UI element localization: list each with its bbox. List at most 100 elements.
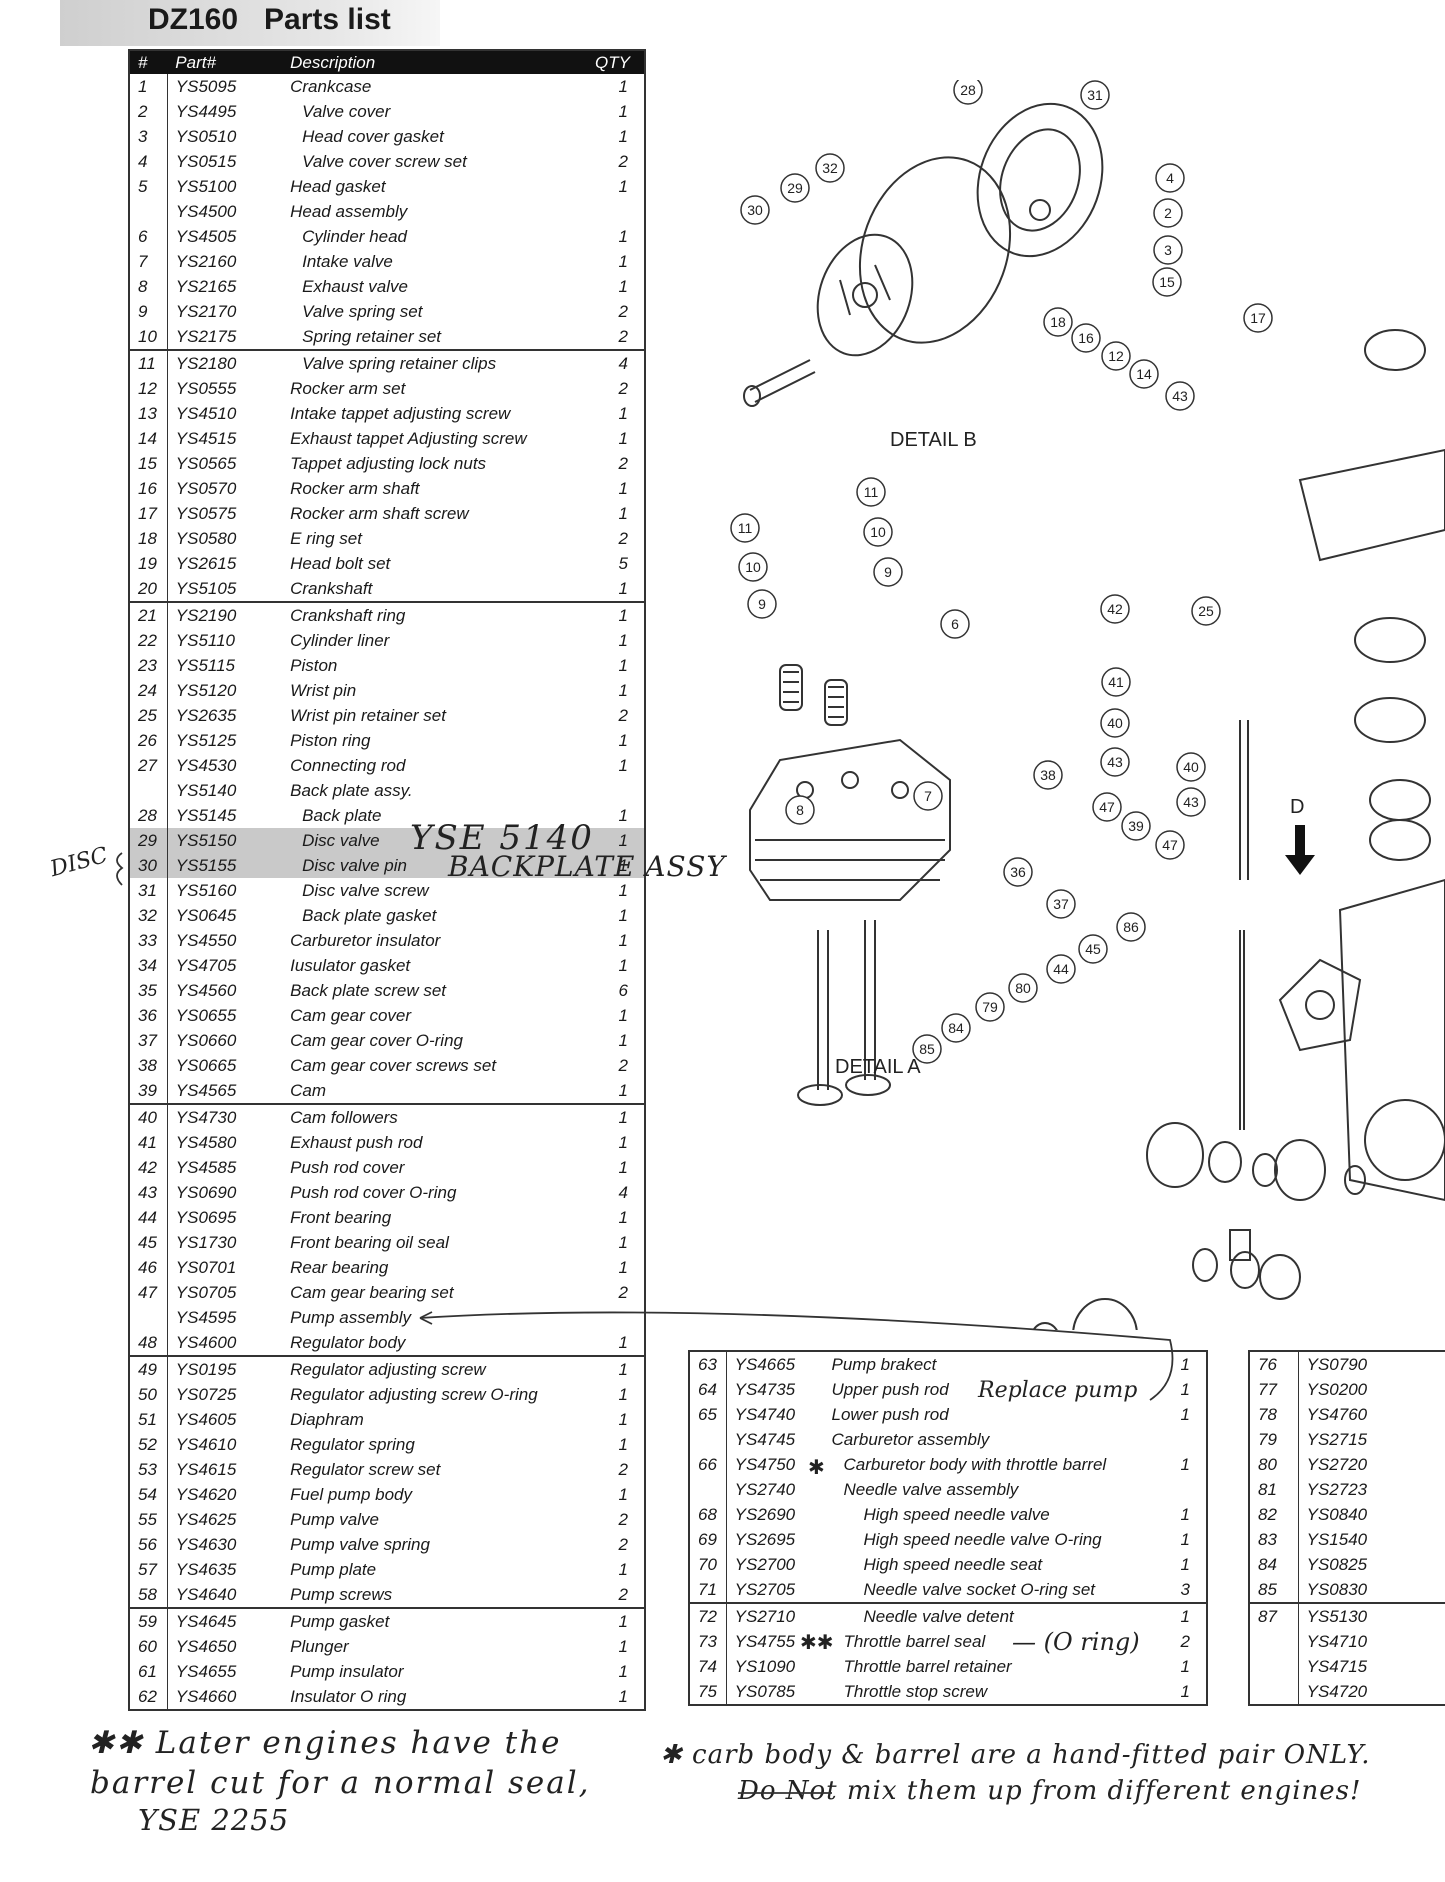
callout-12: 12 xyxy=(1101,341,1131,371)
cell-quantity: 1 xyxy=(618,428,628,448)
callout-4: 4 xyxy=(1155,163,1185,193)
cell-part-number: YS4565 xyxy=(175,1080,237,1100)
cell-part-number: YS4720 xyxy=(1306,1681,1368,1701)
cell-description: Regulator adjusting screw xyxy=(282,1355,596,1382)
cell-quantity: 1 xyxy=(618,1132,628,1152)
cell-quantity: 1 xyxy=(595,1355,645,1382)
cell-quantity: 1 xyxy=(618,680,628,700)
callout-43: 43 xyxy=(1100,747,1130,777)
cell-num: 59 xyxy=(129,1607,168,1634)
cell-num: 55 xyxy=(129,1507,168,1532)
cell-num: 45 xyxy=(129,1230,168,1255)
cell-num: 23 xyxy=(129,653,168,678)
cell-quantity: 2 xyxy=(618,528,628,548)
handwritten-brace xyxy=(116,852,124,886)
handwritten-oring: — (O ring) xyxy=(1012,1628,1140,1656)
cell-part-number: YS0701 xyxy=(175,1257,237,1277)
svg-text:11: 11 xyxy=(738,520,753,536)
cell-part-number: YS5105 xyxy=(175,578,237,598)
cell-part-number: YS4655 xyxy=(175,1661,237,1681)
cell-num: 6 xyxy=(129,224,168,249)
cell-part-number: YS5095 xyxy=(175,76,237,96)
cell-num: 53 xyxy=(129,1457,168,1482)
back-plate-drawing xyxy=(976,102,1104,258)
callout-36: 36 xyxy=(1003,857,1033,887)
cell-description: Cylinder head xyxy=(302,226,408,246)
cell-num: 27 xyxy=(129,753,168,778)
cell-num: 41 xyxy=(129,1130,168,1155)
cell-quantity: 1 xyxy=(618,76,628,96)
cell-description: Intake valve xyxy=(302,251,393,271)
cell-num: 4 xyxy=(129,149,168,174)
cell-description: Spring retainer set xyxy=(302,326,442,346)
callout-44: 44 xyxy=(1046,954,1076,984)
cell-num: 11 xyxy=(129,349,168,376)
cell-description: Lower push rod xyxy=(831,1404,949,1424)
callout-39: 39 xyxy=(1121,811,1151,841)
cell-num: 26 xyxy=(129,728,168,753)
cell-quantity: 1 xyxy=(618,880,628,900)
cell-part-number: YS5155 xyxy=(167,853,283,878)
table-row: YS4715 xyxy=(1249,1654,1445,1679)
table-header: # Part# Description QTY xyxy=(129,50,645,74)
cell-quantity: 1 xyxy=(618,1434,628,1454)
callout-38: 38 xyxy=(1033,760,1063,790)
svg-text:45: 45 xyxy=(1085,941,1101,957)
cell-description: Piston ring xyxy=(290,730,371,750)
cell-part-number: YS0660 xyxy=(175,1030,237,1050)
cell-description: Cam followers xyxy=(282,1103,596,1130)
cell-part-number: YS5145 xyxy=(175,805,237,825)
cell-num xyxy=(689,1427,727,1452)
cell-part-number: YS0565 xyxy=(175,453,237,473)
cell-description: Cam gear cover screws set xyxy=(290,1055,497,1075)
cell-description: Valve spring set xyxy=(302,301,423,321)
callout-45: 45 xyxy=(1078,934,1108,964)
cell-description: Pump assembly xyxy=(290,1307,412,1327)
detail-b-label: DETAIL B xyxy=(890,429,977,451)
svg-text:40: 40 xyxy=(1107,715,1123,731)
cell-quantity: 1 xyxy=(618,176,628,196)
svg-text:31: 31 xyxy=(1087,87,1103,103)
cell-description: Exhaust tappet Adjusting screw xyxy=(290,428,527,448)
cell-part-number: YS2180 xyxy=(167,349,283,376)
cell-part-number: YS2170 xyxy=(175,301,237,321)
svg-text:6: 6 xyxy=(951,616,959,632)
cell-quantity: 1 xyxy=(618,1080,628,1100)
callout-18: 18 xyxy=(1043,307,1073,337)
header-description: Description xyxy=(282,50,596,74)
cell-part-number: YS4510 xyxy=(175,403,237,423)
cell-num: 29 xyxy=(129,828,168,853)
cell-description: Pump insulator xyxy=(290,1661,404,1681)
cell-num: 21 xyxy=(129,601,168,628)
cell-num: 69 xyxy=(689,1527,727,1552)
cell-num: 39 xyxy=(129,1078,168,1104)
cell-num: 20 xyxy=(129,576,168,602)
cell-num xyxy=(129,199,168,224)
cell-quantity: 1 xyxy=(618,126,628,146)
cell-part-number: YS0570 xyxy=(175,478,237,498)
cylinder-head-drawing xyxy=(749,738,951,901)
svg-text:7: 7 xyxy=(924,788,932,804)
cell-part-number: YS4585 xyxy=(175,1157,237,1177)
cell-quantity: 1 xyxy=(618,1157,628,1177)
